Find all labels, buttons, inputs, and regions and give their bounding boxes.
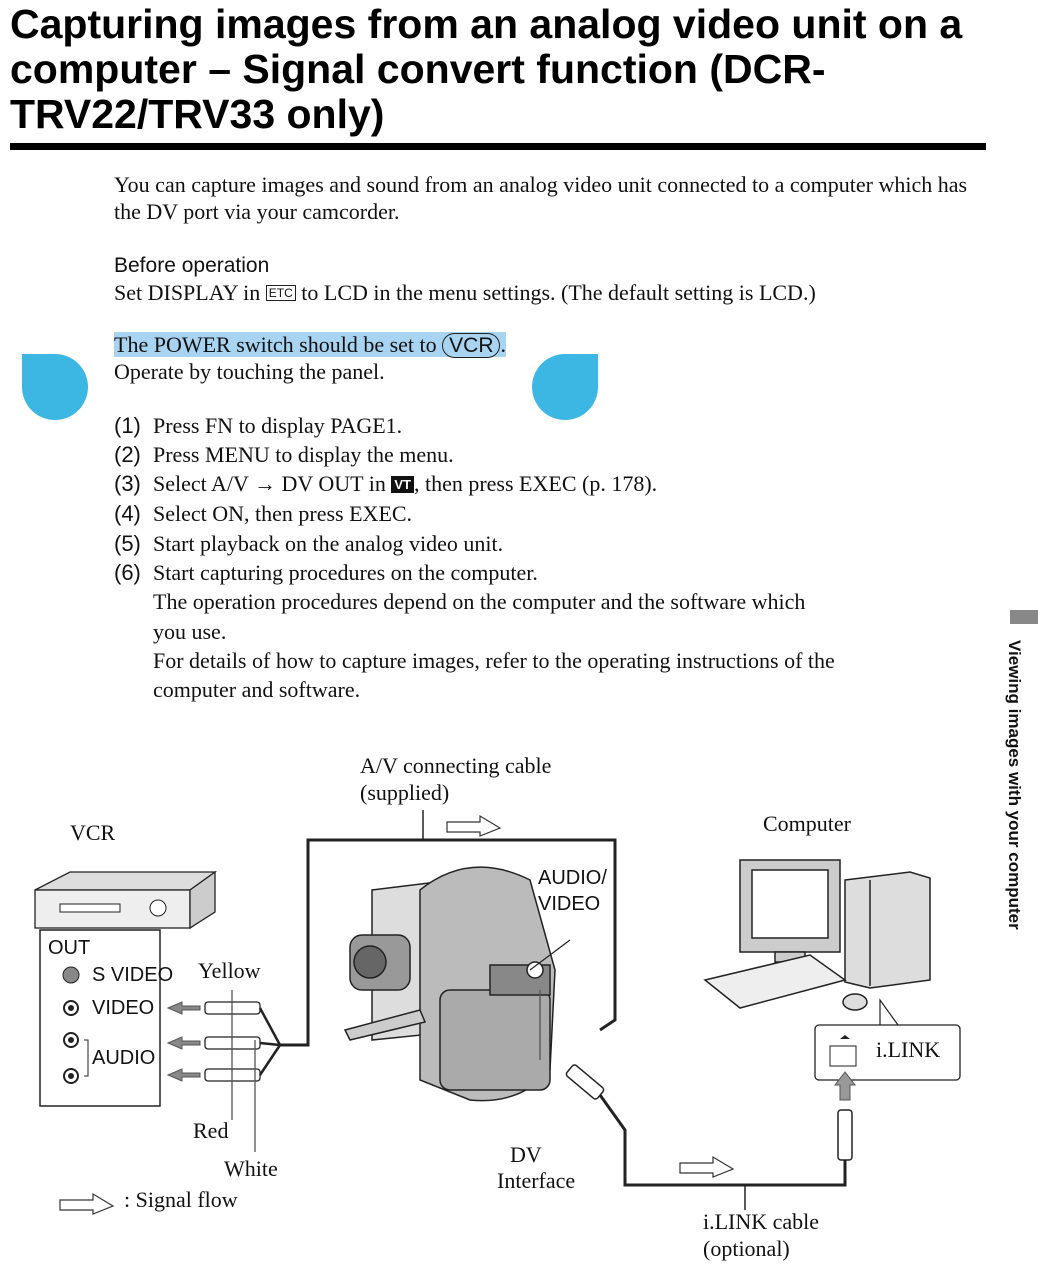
before-operation-line: Set DISPLAY in ETC to LCD in the menu se…	[114, 279, 816, 306]
vcr-device	[34, 870, 218, 930]
ilink-port-icon	[829, 1045, 857, 1067]
computer-illustration	[703, 859, 931, 1011]
before-line-pre: Set DISPLAY in	[114, 280, 261, 305]
ilink-label: i.LINK	[876, 1037, 941, 1062]
step-5: (5) Start playback on the analog video un…	[114, 529, 503, 558]
step-number: (3)	[114, 471, 141, 496]
step-4: (4) Select ON, then press EXEC.	[114, 499, 412, 528]
av-cable-label: A/V connecting cable	[360, 753, 552, 778]
white-label: White	[224, 1156, 278, 1181]
vcr-panel	[39, 929, 161, 1107]
note-line-2: you use.	[153, 619, 227, 644]
power-line: The POWER switch should be set to VCR.	[114, 331, 506, 358]
step-1: (1) Press FN to display PAGE1.	[114, 411, 402, 440]
vcr-label: VCR	[70, 820, 116, 845]
step-number: (4)	[114, 501, 141, 526]
panel-instruction: Operate by touching the panel.	[114, 359, 385, 384]
camcorder-illustration	[343, 866, 556, 1102]
selection-handle-right[interactable]	[532, 354, 598, 420]
step-3: (3) Select A/V → DV OUT in VT, then press…	[114, 469, 657, 498]
step-text: Start playback on the analog video unit.	[153, 531, 504, 556]
computer-label: Computer	[763, 811, 851, 836]
step-6: (6) Start capturing procedures on the com…	[114, 558, 538, 587]
step-number: (6)	[114, 560, 141, 585]
step-text-post: , then press EXEC (p. 178).	[413, 471, 658, 496]
dv-label: DV	[510, 1142, 542, 1167]
signal-arrow-icon	[446, 814, 502, 837]
step-2: (2) Press MENU to display the menu.	[114, 440, 454, 469]
signal-flow-legend-icon	[59, 1192, 115, 1215]
yellow-label: Yellow	[198, 958, 261, 983]
etc-icon: ETC	[265, 285, 296, 301]
note-line-4: computer and software.	[153, 677, 361, 702]
connect-arrow-icon	[833, 1071, 857, 1101]
power-switch-text: The POWER switch should be set to VCR.	[114, 332, 506, 358]
title-rule	[10, 143, 986, 150]
s-video-label: S VIDEO	[92, 964, 174, 986]
audio-label: AUDIO	[92, 1047, 156, 1069]
step-text: Select ON, then press EXEC.	[153, 501, 413, 526]
step-text: Press MENU to display the menu.	[153, 442, 454, 467]
out-label: OUT	[48, 937, 91, 959]
before-operation-heading: Before operation	[114, 254, 270, 277]
step-number: (1)	[114, 413, 141, 438]
power-post: .	[500, 332, 506, 357]
ilink-cable-sublabel: (optional)	[703, 1236, 790, 1261]
ilink-cable	[598, 1094, 847, 1187]
vcr-badge: VCR	[442, 333, 501, 358]
power-pre: The POWER switch should be set to	[114, 332, 437, 357]
signal-arrow-icon	[679, 1155, 735, 1178]
page-title: Capturing images from an analog video un…	[10, 1, 963, 137]
before-line-post: to LCD in the menu settings. (The defaul…	[301, 280, 816, 305]
av-cable	[280, 838, 617, 1047]
side-tab-label: Viewing images with your computer	[1005, 640, 1024, 930]
step-text: Select A/V → DV OUT in	[153, 471, 386, 496]
ilink-plug-icon	[837, 1109, 853, 1161]
av-cable-sublabel: (supplied)	[360, 780, 450, 805]
step-text: Press FN to display PAGE1.	[153, 413, 403, 438]
step-text: Start capturing procedures on the comput…	[153, 560, 538, 585]
s-video-jack-icon	[62, 966, 80, 984]
note-line-1: The operation procedures depend on the c…	[153, 589, 806, 614]
step-number: (2)	[114, 442, 141, 467]
step-number: (5)	[114, 531, 141, 556]
dv-plug-icon	[565, 1064, 605, 1100]
selection-handle-left[interactable]	[22, 354, 88, 420]
signal-flow-legend: : Signal flow	[124, 1187, 238, 1212]
red-label: Red	[193, 1118, 229, 1143]
connection-diagram	[34, 810, 961, 1215]
video-label: VIDEO	[92, 997, 155, 1019]
audio-video-sublabel: VIDEO	[538, 893, 601, 915]
intro-paragraph: You can capture images and sound from an…	[114, 172, 968, 224]
side-tab-marker	[1010, 610, 1038, 624]
ilink-cable-label: i.LINK cable	[703, 1209, 820, 1234]
plug-arrows	[166, 1001, 201, 1082]
note-line-3: For details of how to capture images, re…	[153, 648, 835, 673]
audio-video-label: AUDIO/	[538, 867, 607, 889]
dv-interface-label: Interface	[497, 1168, 576, 1193]
vt-icon: VT	[391, 476, 414, 493]
